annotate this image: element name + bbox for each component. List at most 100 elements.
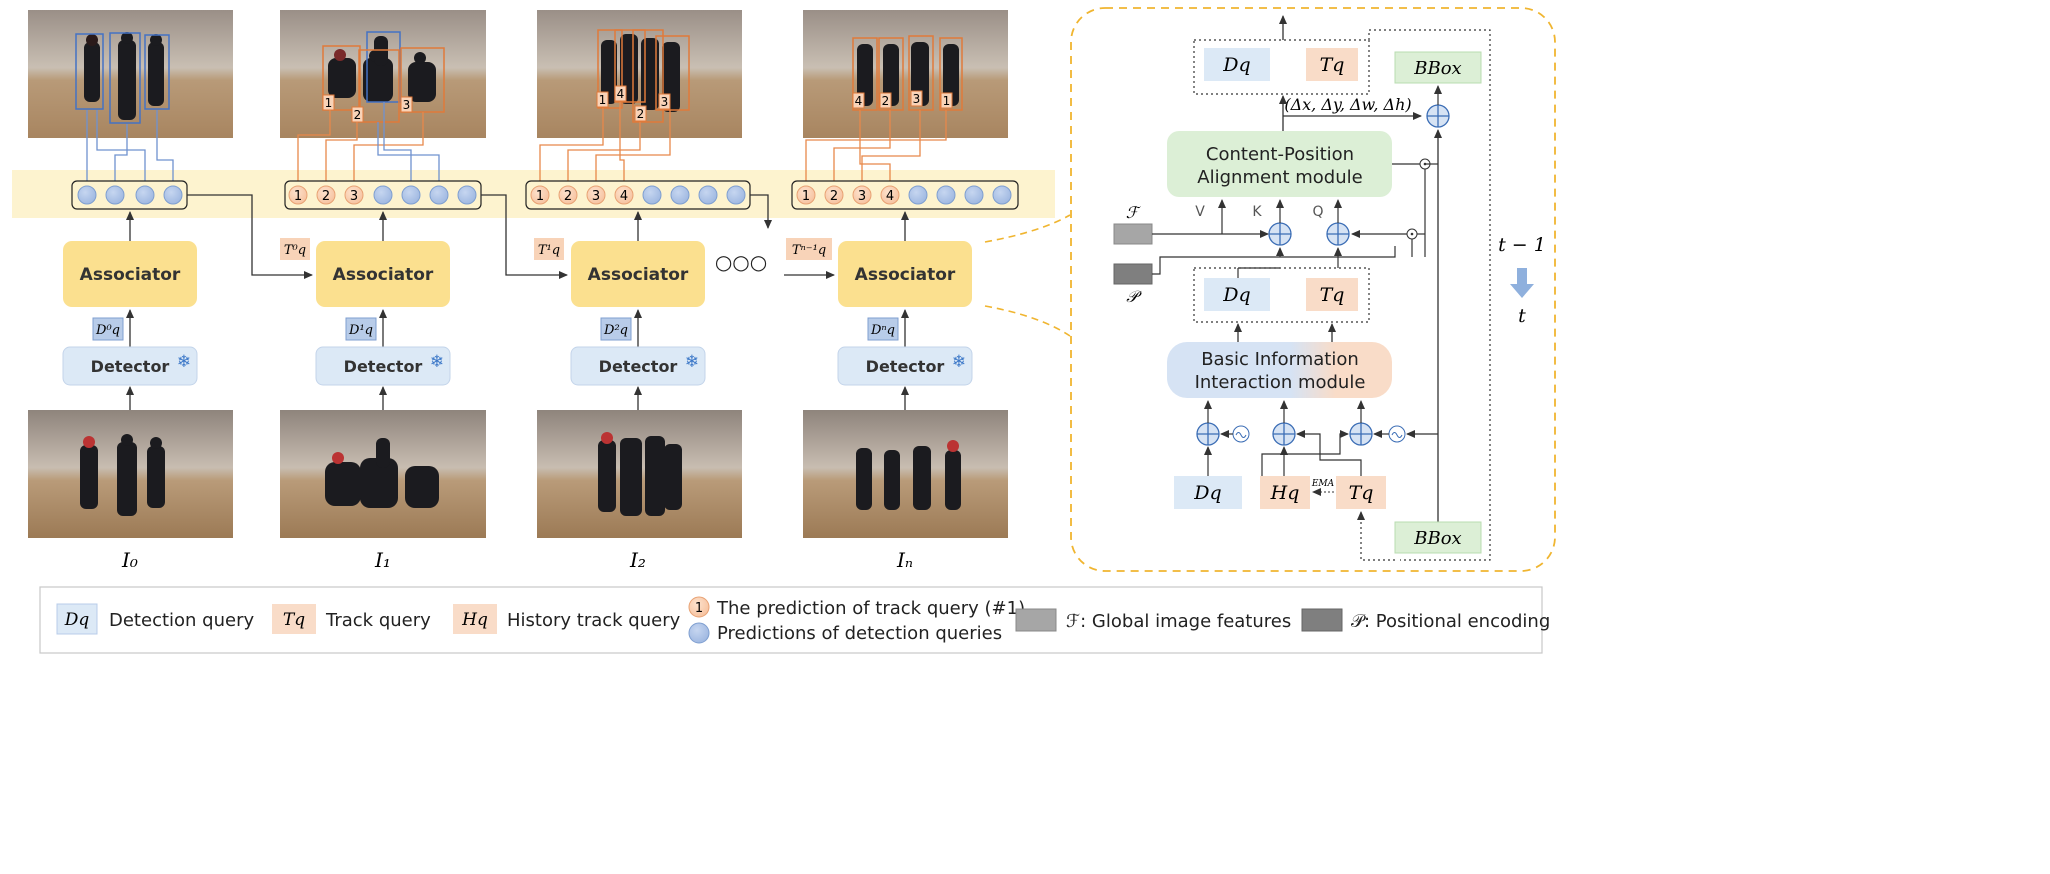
svg-text:I₁: I₁ [374, 548, 391, 572]
svg-text:Track query: Track query [325, 610, 431, 631]
detector-1: Detector ❄ [315, 346, 451, 386]
associator-0: Associator [63, 241, 197, 307]
svg-text:Predictions of detection queri: Predictions of detection queries [717, 623, 1002, 644]
svg-text:I₂: I₂ [629, 548, 646, 572]
svg-text:EMA: EMA [1311, 479, 1335, 489]
frame-columns: 1 2 3 1 4 [28, 10, 1019, 572]
track-query-tags: T⁰q T¹q Tⁿ⁻¹q [280, 238, 832, 260]
flow-arrows [126, 194, 909, 410]
svg-text:3: 3 [350, 189, 358, 204]
svg-text:1: 1 [599, 93, 607, 107]
svg-text:2: 2 [354, 108, 362, 122]
snowflake-icon: ❄ [952, 352, 966, 372]
top-photo-2: 1 4 2 3 [537, 10, 742, 138]
svg-text:t: t [1518, 305, 1526, 327]
svg-text:Associator: Associator [80, 265, 181, 285]
svg-text:Tq: Tq [1320, 284, 1345, 306]
f-block [1113, 223, 1153, 245]
svg-text:2: 2 [564, 189, 572, 204]
svg-text:Hq: Hq [1270, 482, 1300, 504]
svg-text:3: 3 [403, 98, 411, 112]
snowflake-icon: ❄ [685, 352, 699, 372]
time-down-arrow-icon [1510, 268, 1534, 298]
query-row-0 [71, 180, 188, 210]
svg-text:𝒫: Positional encoding: 𝒫: Positional encoding [1351, 611, 1550, 632]
legend: Dq Detection query Tq Track query Hq His… [39, 586, 1550, 654]
associator-1: Associator [316, 241, 450, 307]
query-row-2: 1 2 3 4 [525, 180, 751, 210]
svg-text:3: 3 [913, 92, 921, 106]
svg-text:History track query: History track query [507, 610, 681, 631]
bottom-ops [1196, 422, 1406, 446]
svg-text:Associator: Associator [588, 265, 689, 285]
ellipsis: ○○○ [715, 250, 767, 274]
det-query-tags: D⁰q D¹q D²q Dⁿq [92, 317, 899, 341]
snowflake-icon: ❄ [177, 352, 191, 372]
svg-text:Hq: Hq [461, 610, 488, 630]
svg-text:4: 4 [620, 189, 628, 204]
p-block [1113, 263, 1153, 285]
svg-text:Basic Information: Basic Information [1201, 349, 1359, 370]
svg-text:BBox: BBox [1413, 528, 1461, 549]
svg-text:BBox: BBox [1413, 58, 1461, 79]
photo-connectors [86, 102, 947, 184]
svg-text:Alignment module: Alignment module [1197, 167, 1362, 188]
bottom-photo-1 [280, 410, 486, 538]
svg-text:D²q: D²q [603, 323, 628, 338]
query-row-n: 1 2 3 4 [791, 180, 1019, 210]
svg-text:Dq: Dq [64, 610, 90, 630]
svg-text:4: 4 [886, 189, 894, 204]
svg-text:Detection query: Detection query [109, 610, 254, 631]
svg-text:Dq: Dq [1222, 54, 1250, 76]
query-row-1: 1 2 3 [284, 180, 482, 210]
svg-text:4: 4 [855, 94, 863, 108]
svg-text:1: 1 [294, 189, 302, 204]
svg-text:1: 1 [536, 189, 544, 204]
svg-text:Content-Position: Content-Position [1206, 144, 1354, 165]
bottom-photo-0 [28, 410, 233, 538]
snowflake-icon: ❄ [430, 352, 444, 372]
svg-text:T¹q: T¹q [538, 243, 560, 258]
detector-n: Detector ❄ [837, 346, 973, 386]
bottom-photo-2 [537, 410, 742, 538]
top-photo-1: 1 2 3 [280, 10, 486, 138]
svg-text:2: 2 [882, 94, 890, 108]
frame-labels: I₀ I₁ I₂ Iₙ [121, 548, 913, 572]
callout-line-bottom [984, 305, 1071, 337]
svg-text:Associator: Associator [333, 265, 434, 285]
callout-line-top [984, 214, 1071, 243]
svg-text:𝒫: 𝒫 [1126, 287, 1142, 306]
svg-text:V: V [1195, 204, 1205, 220]
svg-text:K: K [1252, 204, 1262, 220]
svg-text:Q: Q [1312, 204, 1323, 220]
svg-text:I₀: I₀ [121, 548, 138, 572]
svg-text:Detector: Detector [866, 357, 945, 376]
svg-text:Tq: Tq [283, 610, 305, 630]
svg-text:Tq: Tq [1349, 482, 1374, 504]
svg-text:Dⁿq: Dⁿq [870, 323, 895, 338]
top-photo-0 [28, 10, 233, 138]
basic-information-interaction-module [1167, 342, 1392, 398]
svg-text:Detector: Detector [599, 357, 678, 376]
svg-text:D¹q: D¹q [348, 323, 373, 338]
svg-text:(Δx, Δy, Δw, Δh): (Δx, Δy, Δw, Δh) [1284, 95, 1411, 114]
svg-text:Dq: Dq [1222, 284, 1250, 306]
svg-text:t − 1: t − 1 [1498, 234, 1546, 256]
svg-text:1: 1 [943, 94, 951, 108]
detector-0: Detector ❄ [62, 346, 198, 386]
svg-text:3: 3 [592, 189, 600, 204]
svg-text:3: 3 [661, 95, 669, 109]
bottom-photo-n [803, 410, 1008, 538]
svg-text:4: 4 [617, 87, 625, 101]
svg-text:1: 1 [325, 96, 333, 110]
svg-text:D⁰q: D⁰q [95, 323, 120, 338]
svg-text:The prediction of track query: The prediction of track query (#1) [716, 598, 1025, 619]
frame1-ids: 1 2 3 [322, 94, 413, 123]
top-photo-n: 4 2 3 1 [803, 10, 1008, 138]
svg-text:Detector: Detector [91, 357, 170, 376]
content-position-alignment-module [1167, 131, 1392, 197]
detail-panel: Dq Tq BBox (Δx, Δy, Δw, Δh) Content-Posi… [1070, 7, 1556, 572]
associator-2: Associator [571, 241, 705, 307]
svg-text:2: 2 [637, 107, 645, 121]
